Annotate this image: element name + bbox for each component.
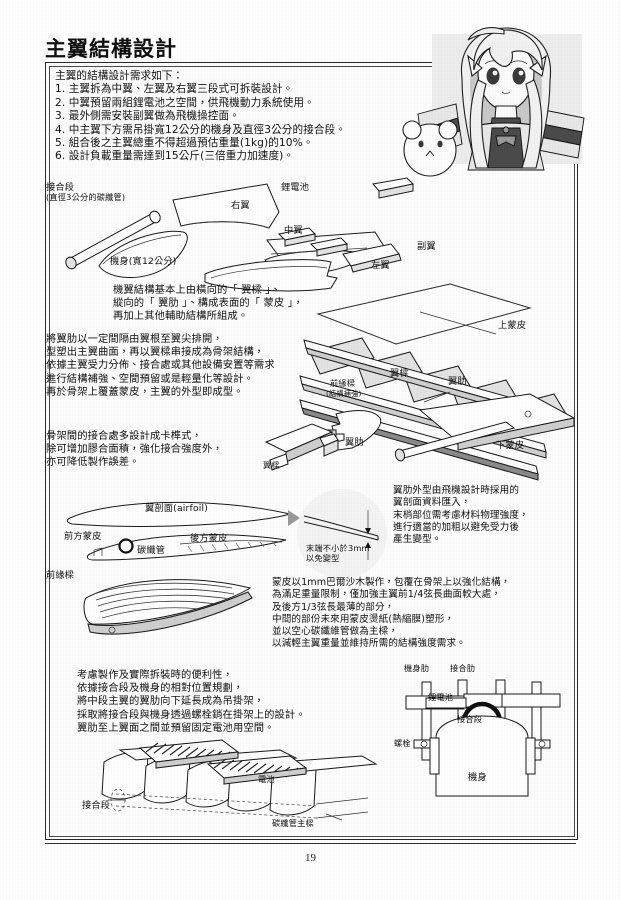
airfoil-outline-art	[66, 501, 292, 527]
requirement-item-5: 5. 組合後之主翼總重不得超過預估重量(1kg)的10%。	[55, 137, 314, 150]
battery-hatched-2	[206, 755, 308, 785]
label-joint-segment-bottom: 接合段	[82, 800, 111, 811]
label-joint-segment-line1: 接合段	[46, 182, 75, 193]
left-wing-art	[204, 259, 338, 292]
arrow-right-icon	[288, 510, 300, 526]
requirement-item-1: 1. 主翼拆為中翼、左翼及右翼三段式可拆裝設計。	[55, 83, 294, 96]
label-upper-skin: 上蒙皮	[498, 320, 527, 331]
airfoil-diagram	[66, 501, 292, 561]
label-airfoil-title: 翼剖面(airfoil)	[145, 503, 209, 514]
label-carbon-tube: 碳纖管	[137, 545, 166, 556]
requirement-item-2: 2. 中翼預留兩組鋰電池之空間，供飛機動力系統使用。	[55, 96, 315, 109]
upper-skin-art	[316, 283, 532, 345]
battery-block-section	[425, 697, 467, 709]
paragraph-structure-basics: 機翼結構基本上由橫向的「 翼樑 」、 縱向的「 翼肋 」、構成表面的「 蒙皮 」…	[113, 284, 304, 323]
bottom-assembly-diagram	[101, 739, 378, 821]
label-fuselage: 機身(寬12公分)	[110, 256, 177, 267]
lower-skin-art	[418, 393, 576, 451]
anime-character-illustration	[402, 27, 585, 177]
label-leading-edge-spar-line2: (結構補強)	[326, 389, 362, 398]
right-wing-art	[172, 183, 280, 229]
carbon-main-spar-art	[110, 788, 369, 819]
paragraph-rib-profile: 翼肋外型由飛機設計時採用的 翼剖面資料匯入， 末梢部位需考慮材料物理強度， 進行…	[393, 485, 529, 546]
paragraph-joint-design: 骨架間的接合處多設計成卡榫式， 除可增加膠合面積，強化接合強度外， 亦可降低製作…	[46, 430, 223, 469]
eye-left	[486, 67, 500, 85]
fuselage-cross-section-diagram	[405, 679, 561, 797]
requirement-item-6: 6. 設計負載重量需達到15公斤(三倍重力加速度)。	[55, 150, 295, 163]
label-rib: 翼肋	[448, 376, 467, 387]
label-spar-detail: 翼樑	[263, 460, 280, 470]
requirements-block: 主翼的結構設計需求如下： 1. 主翼拆為中翼、左翼及右翼三段式可拆裝設計。 2.…	[55, 70, 420, 164]
label-fuselage-rib: 機身肋	[404, 663, 430, 673]
bolt-group	[413, 737, 551, 775]
label-spar: 翼樑	[390, 368, 409, 379]
label-joint-rib: 接合肋	[450, 663, 476, 673]
page-number: 19	[305, 852, 316, 864]
label-rear-skin: 後方蒙皮	[190, 533, 228, 544]
requirement-item-3: 3. 最外側需安裝副翼做為飛機操控面。	[55, 110, 240, 123]
fuselage-body-section	[435, 715, 529, 797]
label-left-wing: 左翼	[371, 260, 390, 271]
label-battery-bottom: 電池	[258, 774, 275, 784]
spar-round-art	[394, 421, 516, 462]
label-bolt: 螺栓	[394, 738, 411, 748]
joint-spar-detail-art	[264, 423, 339, 471]
label-carbon-main-spar: 碳纖管主樑	[272, 818, 314, 828]
paragraph-design-process: 將翼肋以一定間隔由翼根至翼尖排開， 型塑出主翼曲面，再以翼樑串接成為骨架結構， …	[46, 333, 275, 398]
carbon-tube-circle	[118, 538, 134, 554]
exploded-view-diagram	[65, 177, 415, 292]
label-right-wing: 右翼	[231, 200, 250, 211]
label-leading-edge-spar-line1: 前緣樑	[330, 378, 356, 388]
label-rib-detail: 翼肋	[345, 437, 364, 448]
label-tip-note-line1: 末端不小於3mm	[306, 543, 370, 553]
skin-panel-art	[83, 579, 253, 635]
paragraph-assembly: 考慮製作及實際拆裝時的便利性， 依據接合段及機身的相對位置規劃， 將中段主翼的翼…	[77, 669, 306, 734]
eye-right	[512, 67, 526, 85]
content-frame-inner	[48, 65, 575, 837]
battery-art-floating	[372, 177, 415, 199]
paragraph-skin-material: 蒙皮以1mm巴爾沙木製作，包覆在骨架上以強化結構， 為滿足重量限制，僅加強主翼前…	[272, 577, 511, 650]
label-joint-segment-line2: (直徑3公分的碳纖管)	[46, 192, 126, 202]
label-center-wing: 中翼	[284, 225, 303, 236]
fuselage-art	[98, 230, 188, 279]
requirements-lead: 主翼的結構設計需求如下：	[55, 70, 184, 82]
requirements-list: 1. 主翼拆為中翼、左翼及右翼三段式可拆裝設計。 2. 中翼預留兩組鋰電池之空間…	[55, 83, 420, 163]
trailing-edge-detail	[297, 489, 387, 579]
label-battery-section: 鋰電池	[428, 692, 454, 702]
footer-rule	[45, 843, 576, 844]
battery-block-1	[277, 227, 317, 247]
label-joint-segment-section: 接合段	[457, 714, 483, 724]
label-battery-exploded: 鋰電池	[281, 182, 310, 193]
skin-panel-diagram	[83, 579, 253, 635]
aileron-art	[342, 243, 402, 273]
airfoil-construction-art	[86, 534, 287, 561]
bear-plush	[402, 120, 458, 177]
joint-tube-art	[65, 210, 161, 270]
label-front-skin: 前方蒙皮	[64, 531, 102, 542]
label-leading-spar-side: 前緣樑	[46, 570, 75, 581]
label-fuselage-section: 機身	[468, 772, 487, 783]
battery-hatched-1	[138, 739, 240, 769]
label-tip-note-line2: 以免變型	[306, 553, 340, 563]
requirement-item-4: 4. 中主翼下方需吊掛寬12公分的機身及直徑3公分的接合段。	[55, 123, 346, 136]
battery-block-2	[309, 237, 349, 257]
label-aileron: 副翼	[417, 241, 436, 252]
label-lower-skin: 下蒙皮	[496, 440, 525, 451]
page-title: 主翼結構設計	[45, 37, 177, 61]
